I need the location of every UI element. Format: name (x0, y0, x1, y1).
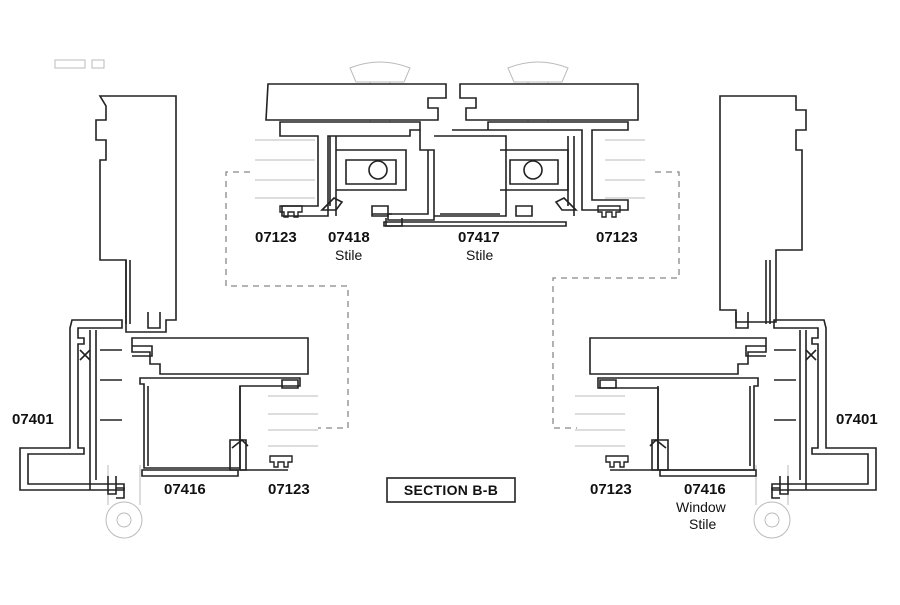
label-right-frame-part: 07401 (836, 411, 878, 428)
bottom-left-sash (131, 337, 309, 477)
right-jamb (719, 95, 877, 499)
label-bottom-right-stile-desc-2: Stile (689, 516, 716, 532)
label-bottom-left-stile-part: 07416 (164, 481, 206, 498)
top-meeting-stiles (265, 83, 639, 227)
bottom-right-sash (589, 337, 767, 477)
section-title: SECTION B-B (404, 482, 498, 498)
label-top-left-seal: 07123 (255, 229, 297, 246)
label-top-right-seal: 07123 (596, 229, 638, 246)
label-top-stile-left-part: 07418 (328, 229, 370, 246)
label-bottom-left-seal: 07123 (268, 481, 310, 498)
label-left-frame-part: 07401 (12, 411, 54, 428)
section-title-box: SECTION B-B (386, 477, 516, 503)
label-bottom-right-stile-part: 07416 (684, 481, 726, 498)
label-bottom-right-seal: 07123 (590, 481, 632, 498)
left-jamb (19, 95, 177, 499)
label-top-stile-right-desc: Stile (466, 247, 493, 263)
dashed-leaders (225, 171, 680, 429)
label-top-stile-right-part: 07417 (458, 229, 500, 246)
part-labels: 07123 07418 Stile 07417 Stile 07123 0740… (12, 229, 878, 532)
label-top-stile-left-desc: Stile (335, 247, 362, 263)
label-bottom-right-stile-desc-1: Window (676, 499, 727, 515)
